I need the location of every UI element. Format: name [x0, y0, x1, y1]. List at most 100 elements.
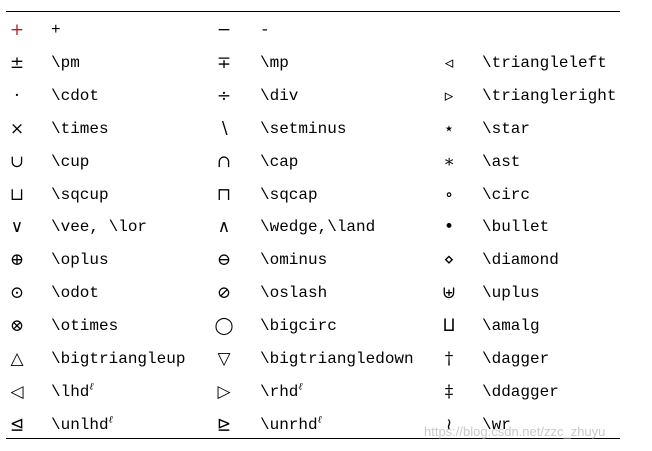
latex-command: \wedge,\land [260, 217, 375, 237]
latex-command: \lhdℓ [51, 382, 94, 402]
latex-command-text: \dagger [482, 350, 550, 368]
latex-command-text: \star [482, 119, 531, 138]
latex-command: \oplus [51, 250, 109, 270]
latex-command-text: \vee, \lor [51, 218, 148, 237]
watermark: https://blog.csdn.net/zzc_zhuyu [424, 424, 606, 439]
latex-command-text: \wedge,\land [260, 218, 376, 237]
superscript-ell: ℓ [89, 381, 94, 393]
superscript-ell: ℓ [298, 381, 303, 393]
latex-command-text: \sqcap [260, 185, 318, 204]
latex-command-text: \unrhd [260, 415, 318, 434]
latex-command-text: \unlhd [51, 415, 109, 434]
latex-command: \div [260, 86, 298, 106]
latex-command-text: + [51, 21, 61, 39]
latex-command: \ast [482, 152, 520, 172]
latex-command: \ddagger [482, 382, 559, 402]
symbol-glyph: ⊓ [216, 184, 232, 205]
latex-command: \star [482, 119, 530, 139]
latex-command-text: \setminus [260, 119, 347, 138]
latex-command-text: \bigcirc [260, 317, 337, 336]
latex-command-text: \wr [482, 415, 511, 434]
latex-command: \triangleright [482, 86, 616, 106]
symbol-glyph: ⋄ [443, 250, 455, 271]
latex-command: \triangleleft [482, 53, 607, 73]
latex-command-text: \bigtriangledown [260, 350, 414, 368]
latex-command: \times [51, 119, 109, 139]
symbol-glyph: ≀ [445, 414, 453, 435]
latex-command-text: \odot [51, 284, 100, 303]
latex-command-text: \ast [482, 152, 521, 171]
symbol-glyph: ∧ [217, 217, 231, 238]
symbol-glyph: ± [9, 52, 25, 73]
latex-command: \sqcup [51, 185, 109, 205]
symbol-glyph: ⊵ [216, 414, 232, 435]
symbol-glyph: ‡ [444, 381, 454, 402]
symbol-glyph: ◁ [10, 381, 24, 402]
symbol-glyph: ∓ [216, 52, 232, 73]
latex-command: \vee, \lor [51, 217, 147, 237]
latex-command-text: \rhd [260, 382, 299, 401]
symbol-glyph: ⊘ [216, 283, 232, 304]
latex-command-text: \times [51, 119, 109, 138]
symbol-glyph: ⊖ [216, 250, 232, 271]
latex-command: \sqcap [260, 185, 318, 205]
latex-command: \ominus [260, 250, 327, 270]
latex-command: \unlhdℓ [51, 415, 113, 435]
symbol-glyph: ⨿ [442, 316, 456, 337]
latex-command-text: \diamond [482, 251, 559, 270]
symbol-glyph: ⊕ [9, 250, 25, 271]
latex-command-text: \amalg [482, 317, 540, 336]
latex-command: \otimes [51, 316, 118, 336]
latex-command: \mp [260, 53, 289, 73]
superscript-ell: ℓ [317, 414, 322, 426]
latex-command-text: \oplus [51, 251, 109, 270]
symbol-glyph: ⊗ [9, 316, 25, 337]
symbol-glyph: ∩ [216, 151, 232, 172]
symbol-glyph: ⊴ [9, 414, 25, 435]
latex-command-text: \sqcup [51, 185, 109, 204]
symbol-glyph: △ [10, 349, 24, 369]
symbol-glyph: ∘ [444, 184, 454, 205]
latex-command: \dagger [482, 349, 549, 369]
symbol-glyph: ∗ [443, 151, 455, 172]
latex-command-text: \cap [260, 152, 299, 171]
latex-command-text: \triangleleft [482, 53, 607, 72]
latex-command-text: \ddagger [482, 382, 559, 401]
latex-command-text: \cup [51, 152, 90, 171]
symbol-glyph: ∨ [10, 217, 24, 238]
symbol-glyph: − [216, 20, 232, 40]
latex-command-text: - [260, 21, 270, 39]
symbol-glyph: ⊎ [441, 283, 457, 304]
symbol-glyph: ∪ [9, 151, 25, 172]
latex-command: \bigcirc [260, 316, 337, 336]
latex-command: \amalg [482, 316, 540, 336]
latex-command: \oslash [260, 283, 327, 303]
latex-command-text: \circ [482, 185, 531, 204]
latex-command: + [51, 20, 61, 40]
symbol-glyph: ▹ [444, 85, 454, 106]
symbol-glyph: ∖ [218, 118, 230, 139]
latex-command-text: \oslash [260, 284, 328, 303]
latex-command: \uplus [482, 283, 540, 303]
symbol-glyph: · [14, 85, 20, 106]
latex-command-text: \mp [260, 53, 289, 72]
latex-command-text: \div [260, 86, 299, 105]
latex-command: - [260, 20, 270, 40]
top-rule [6, 11, 620, 12]
symbol-glyph: † [444, 349, 454, 369]
latex-command: \pm [51, 53, 80, 73]
superscript-ell: ℓ [108, 414, 113, 426]
bottom-rule [6, 438, 620, 439]
latex-command: \cap [260, 152, 298, 172]
symbol-glyph: + [9, 20, 25, 40]
latex-command-text: \cdot [51, 86, 100, 105]
latex-command-text: \otimes [51, 317, 119, 336]
symbol-glyph: ◯ [214, 316, 234, 337]
latex-command: \odot [51, 283, 99, 303]
latex-command-text: \lhd [51, 382, 90, 401]
symbol-glyph: × [9, 118, 25, 139]
symbol-glyph: ▽ [217, 349, 231, 369]
latex-command: \cdot [51, 86, 99, 106]
latex-command: \wr [482, 415, 511, 435]
